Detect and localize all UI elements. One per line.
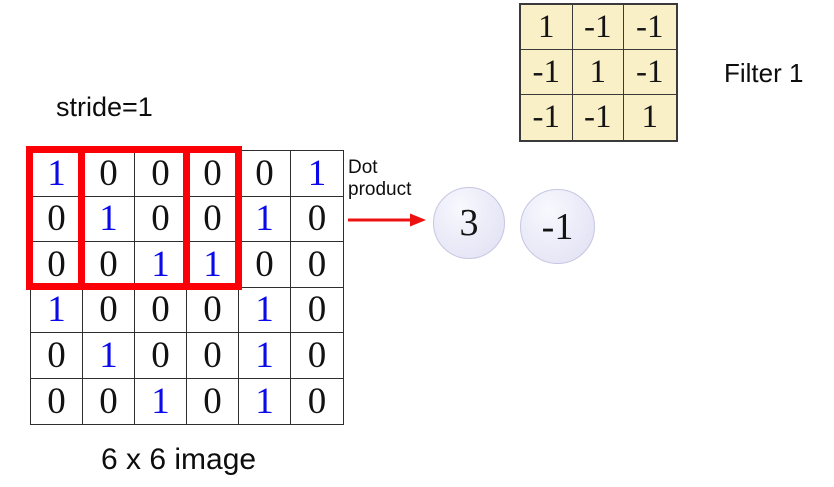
image-cell: 0 bbox=[291, 242, 343, 288]
image-cell: 1 bbox=[31, 151, 83, 197]
image-cell: 0 bbox=[187, 287, 239, 333]
image-cell: 0 bbox=[187, 196, 239, 242]
image-cell: 0 bbox=[187, 378, 239, 424]
image-cell: 0 bbox=[291, 378, 343, 424]
image-cell: 1 bbox=[239, 287, 291, 333]
image-cell: 0 bbox=[291, 287, 343, 333]
dot-product-label-line2: product bbox=[348, 179, 412, 200]
image-cell: 1 bbox=[83, 196, 135, 242]
image-cell: 0 bbox=[239, 242, 291, 288]
image-cell: 0 bbox=[291, 196, 343, 242]
filter-cell: 1 bbox=[572, 50, 624, 95]
dot-product-label: Dot product bbox=[348, 157, 411, 201]
image-cell: 0 bbox=[239, 151, 291, 197]
image-cell: 1 bbox=[239, 378, 291, 424]
image-cell: 0 bbox=[135, 287, 187, 333]
filter-cell: -1 bbox=[624, 5, 676, 50]
image-cell: 1 bbox=[135, 242, 187, 288]
dot-product-label-line1: Dot bbox=[348, 157, 378, 178]
stride-label: stride=1 bbox=[56, 92, 153, 122]
image-cell: 1 bbox=[239, 196, 291, 242]
image-cell: 1 bbox=[291, 151, 343, 197]
image-cell: 0 bbox=[291, 333, 343, 379]
image-cell: 0 bbox=[31, 333, 83, 379]
image-cell: 0 bbox=[83, 242, 135, 288]
image-caption: 6 x 6 image bbox=[101, 443, 257, 476]
image-cell: 1 bbox=[31, 287, 83, 333]
image-cell: 0 bbox=[135, 151, 187, 197]
filter-cell: 1 bbox=[624, 95, 676, 140]
image-cell: 0 bbox=[135, 333, 187, 379]
image-cell: 1 bbox=[83, 333, 135, 379]
arrow-right-icon bbox=[346, 210, 430, 230]
image-cell: 0 bbox=[31, 196, 83, 242]
filter-cell: 1 bbox=[521, 5, 573, 50]
output-value-1: 3 bbox=[459, 202, 479, 244]
output-circle-1: 3 bbox=[433, 187, 505, 259]
image-cell: 0 bbox=[83, 378, 135, 424]
image-cell: 0 bbox=[31, 378, 83, 424]
filter-label: Filter 1 bbox=[724, 58, 804, 88]
image-cell: 0 bbox=[187, 151, 239, 197]
output-circle-2: -1 bbox=[520, 189, 595, 264]
filter-cell: -1 bbox=[521, 95, 573, 140]
image-cell: 0 bbox=[187, 333, 239, 379]
image-cell: 0 bbox=[83, 151, 135, 197]
image-cell: 1 bbox=[135, 378, 187, 424]
image-cell: 1 bbox=[239, 333, 291, 379]
image-cell: 0 bbox=[83, 287, 135, 333]
filter-cell: -1 bbox=[572, 5, 624, 50]
filter-cell: -1 bbox=[572, 95, 624, 140]
filter-cell: -1 bbox=[624, 50, 676, 95]
conv-window-2 bbox=[78, 146, 242, 290]
filter-cell: -1 bbox=[521, 50, 573, 95]
output-value-2: -1 bbox=[541, 205, 574, 248]
